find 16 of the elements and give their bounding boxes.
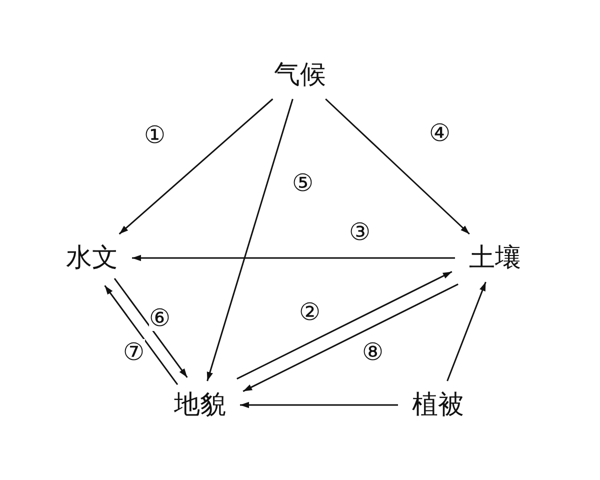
arrow xyxy=(104,285,178,386)
node-label: 地貌 xyxy=(164,387,236,423)
arrow xyxy=(118,98,274,235)
arrow xyxy=(236,271,452,380)
arrow xyxy=(446,282,486,382)
arrow xyxy=(132,254,455,262)
arrow xyxy=(114,278,188,378)
arrow xyxy=(240,402,398,408)
node-label: 水文 xyxy=(56,240,128,276)
arrow xyxy=(242,284,458,392)
arrow xyxy=(325,98,470,235)
arrow xyxy=(206,98,294,382)
node-label: 土壤 xyxy=(459,240,531,276)
node-label: 气候 xyxy=(264,57,336,93)
edge-label: ⑥ xyxy=(149,305,171,331)
node-label: 植被 xyxy=(402,387,474,423)
